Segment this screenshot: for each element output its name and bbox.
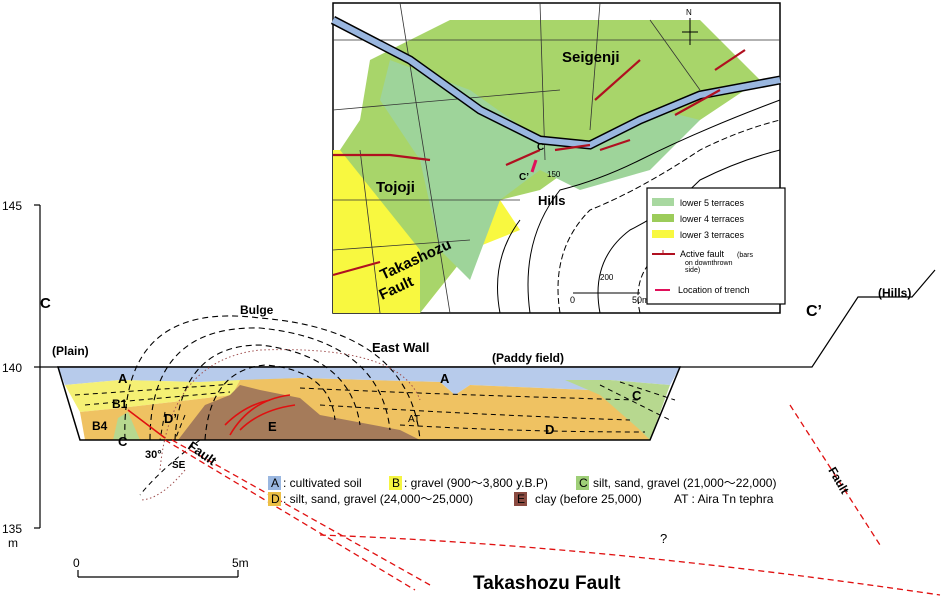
- unit-label-b1: B1: [112, 397, 128, 411]
- unit-b: [65, 380, 240, 412]
- diagram-title: Takashozu Fault: [473, 573, 621, 594]
- unit-label-d2: D: [545, 422, 554, 437]
- tick-145: 145: [2, 199, 22, 213]
- trench-wall: [56, 315, 682, 501]
- unit-c-west: [113, 412, 140, 440]
- legend-active-fault-note: (bars: [737, 252, 753, 259]
- fault-traces: [164, 404, 941, 596]
- elevation-axis: [34, 204, 41, 529]
- map-c: C: [537, 142, 544, 153]
- unit-a: [58, 367, 680, 395]
- label-east-wall: East Wall: [372, 340, 429, 355]
- legend-key-e: E: [517, 492, 525, 506]
- unit-c: [565, 380, 670, 440]
- legend-lower3: lower 3 terraces: [680, 230, 745, 240]
- unit-label-c2: C: [632, 388, 642, 403]
- fault-label-1: Fault: [185, 438, 220, 468]
- fault-question: ?: [660, 531, 667, 546]
- contour-150: 150: [547, 170, 561, 179]
- legend-lower4: lower 4 terraces: [680, 214, 745, 224]
- tick-135: 135: [2, 522, 22, 536]
- section-end-c-prime: C’: [806, 303, 822, 320]
- unit-label-d1: D’: [164, 411, 177, 426]
- tick-140: 140: [2, 361, 22, 375]
- legend-key-a: A: [271, 476, 279, 490]
- contour-200: 200: [600, 273, 614, 282]
- legend-active-fault-note3: side): [685, 267, 700, 274]
- map-legend: lower 5 terraces lower 4 terraces lower …: [646, 187, 786, 305]
- axis-unit: m: [8, 536, 18, 550]
- legend-lower5: lower 5 terraces: [680, 198, 745, 208]
- legend-key-d: D: [271, 492, 280, 506]
- legend-text-d: : silt, sand, gravel (24,000〜25,000): [283, 492, 473, 506]
- scale-zero: 0: [73, 556, 80, 570]
- legend-trench: Location of trench: [678, 285, 750, 295]
- legend-key-b: B: [392, 476, 400, 490]
- unit-legend: A : cultivated soil B : gravel (900〜3,80…: [268, 476, 776, 506]
- legend-text-e: clay (before 25,000): [535, 492, 642, 506]
- label-plain: (Plain): [52, 344, 89, 358]
- fault-dip-direction: SE: [172, 460, 186, 471]
- map-inset: N Seigenji Tojoji Hills Takashozu Fault …: [330, 2, 786, 314]
- unit-e: [178, 385, 420, 440]
- unit-label-a2: A: [440, 371, 450, 386]
- unit-label-e: E: [268, 419, 277, 434]
- label-bulge: Bulge: [240, 303, 274, 317]
- unit-label-c1: C: [118, 434, 128, 449]
- unit-label-a1: A: [118, 371, 128, 386]
- label-hills: (Hills): [878, 286, 911, 300]
- fault-angle: 30°: [145, 449, 162, 461]
- active-fault-lines: [332, 49, 746, 277]
- terrace-lower5: [380, 60, 700, 280]
- fault-label-2: Fault: [825, 465, 851, 497]
- trench-location: [530, 159, 538, 173]
- legend-text-a: : cultivated soil: [283, 476, 362, 490]
- section-end-c: C: [40, 295, 51, 312]
- legend-active-fault: Active fault: [680, 249, 725, 259]
- north-arrow: N: [686, 8, 692, 17]
- legend-text-c: silt, sand, gravel (21,000〜22,000): [593, 476, 776, 490]
- scale-five: 5m: [232, 556, 249, 570]
- map-scale-zero: 0: [570, 295, 575, 305]
- place-hills: Hills: [538, 193, 565, 208]
- unit-label-b4: B4: [92, 419, 108, 433]
- map-c-prime: C’: [519, 172, 529, 183]
- legend-text-at: AT : Aira Tn tephra: [674, 492, 774, 506]
- scale-bar: [77, 570, 239, 578]
- label-paddy-field: (Paddy field): [492, 351, 564, 365]
- place-tojoji: Tojoji: [376, 179, 415, 196]
- legend-key-c: C: [579, 476, 588, 490]
- legend-active-fault-note2: on downthrown: [685, 260, 733, 267]
- map-scale-50: 50m: [632, 295, 650, 305]
- place-seigenji: Seigenji: [562, 49, 620, 66]
- legend-text-b: : gravel (900〜3,800 y.B.P): [404, 476, 548, 490]
- unit-label-at: AT: [408, 414, 420, 425]
